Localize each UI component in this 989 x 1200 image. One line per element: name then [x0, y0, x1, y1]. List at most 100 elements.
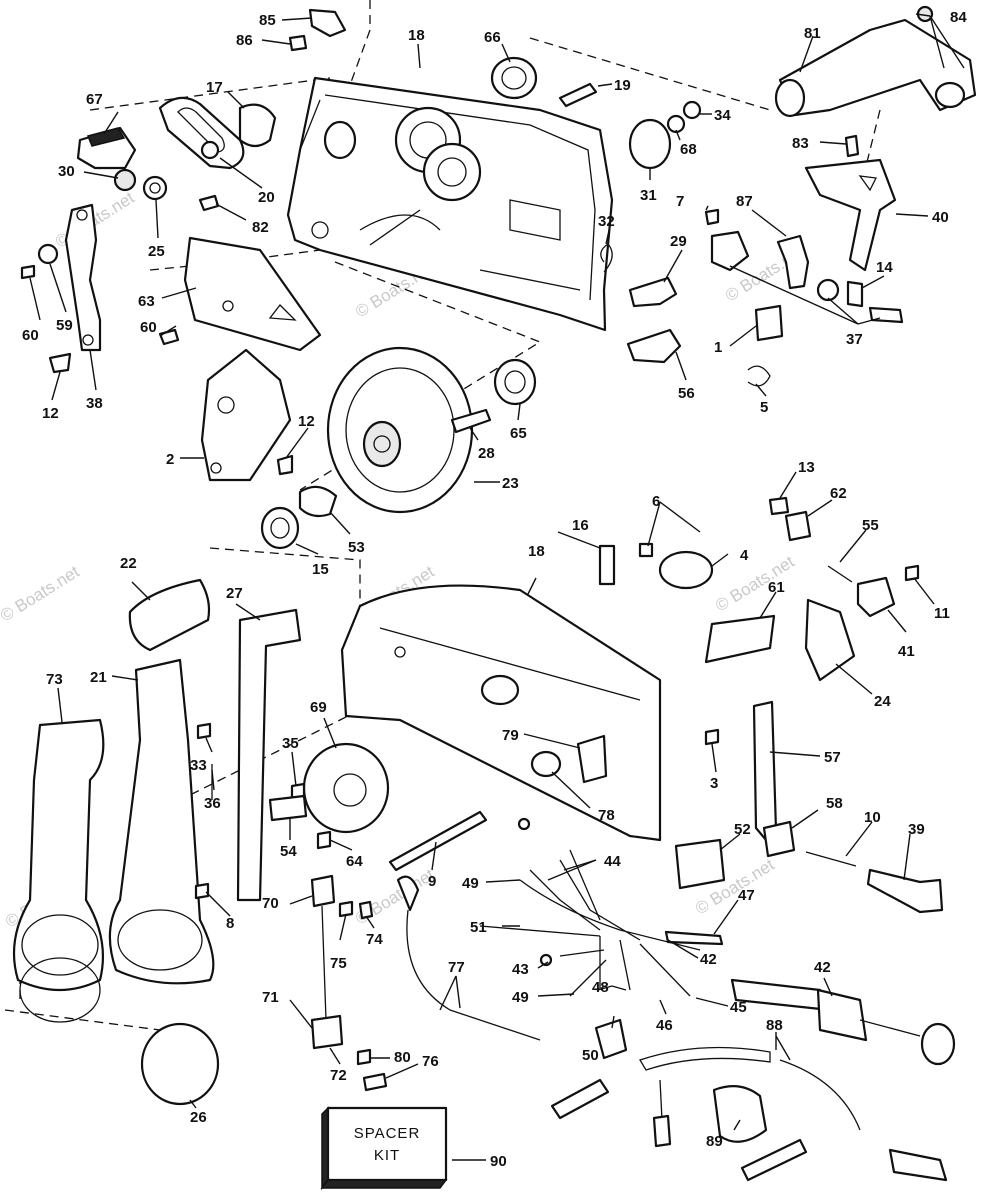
part-88: [550, 1046, 948, 1182]
callout-17: 17: [206, 79, 223, 96]
callout-numbers: 85 86 18 66 19 34 68 31 81 84 83 40 7 87…: [22, 9, 967, 1170]
leader-lines: [29, 13, 965, 1161]
callout-79: 79: [502, 727, 519, 744]
callout-67: 67: [86, 91, 103, 108]
part-34: [682, 100, 702, 120]
part-77: [406, 909, 541, 1041]
callout-72: 72: [330, 1067, 347, 1084]
spacer-kit-label-1: SPACER: [354, 1125, 421, 1142]
callout-20: 20: [258, 189, 275, 206]
callout-62: 62: [830, 485, 847, 502]
part-20: [238, 103, 277, 148]
callout-10: 10: [864, 809, 881, 826]
part-73: [12, 718, 105, 1023]
part-28: [450, 408, 492, 434]
part-15: [260, 506, 300, 550]
callout-69: 69: [310, 699, 327, 716]
callout-18b: 18: [528, 543, 545, 560]
callout-64: 64: [346, 853, 363, 870]
callout-19: 19: [614, 77, 631, 94]
callout-68: 68: [680, 141, 697, 158]
callout-9: 9: [428, 873, 436, 890]
callout-63: 63: [138, 293, 155, 310]
callout-60b: 60: [140, 319, 157, 336]
part-40: [804, 158, 897, 272]
part-60-screw: [20, 264, 36, 280]
callout-43: 43: [512, 961, 529, 978]
part-4: [658, 550, 714, 590]
callout-42a: 42: [700, 951, 717, 968]
part-69: [302, 742, 390, 834]
part-77-loop: [396, 875, 420, 912]
callout-23: 23: [502, 475, 519, 492]
callout-31: 31: [640, 187, 657, 204]
part-7: [704, 208, 720, 226]
callout-47: 47: [738, 887, 755, 904]
part-82: [198, 194, 220, 212]
callout-61: 61: [768, 579, 785, 596]
part-31: [628, 118, 672, 170]
part-38: [64, 203, 102, 352]
callout-39: 39: [908, 821, 925, 838]
callout-59: 59: [56, 317, 73, 334]
callout-57: 57: [824, 749, 841, 766]
lower-housing: [340, 584, 662, 842]
callout-84: 84: [950, 9, 967, 26]
callout-49a: 49: [462, 875, 479, 892]
callout-14: 14: [876, 259, 893, 276]
part-62: [784, 510, 812, 542]
callout-52: 52: [734, 821, 751, 838]
part-22: [128, 578, 211, 652]
callout-29: 29: [670, 233, 687, 250]
part-59: [37, 243, 59, 265]
part-79: [576, 734, 608, 784]
callout-51: 51: [470, 919, 487, 936]
part-3: [704, 728, 720, 746]
callout-1: 1: [714, 339, 722, 356]
part-13: [768, 496, 790, 516]
callout-11: 11: [934, 605, 950, 622]
part-60-screw-b: [158, 328, 180, 346]
part-10: [805, 851, 857, 867]
callout-87: 87: [736, 193, 753, 210]
callout-50: 50: [582, 1047, 599, 1064]
callout-89: 89: [706, 1133, 723, 1150]
watermark: © Boats.net: [352, 865, 438, 928]
callout-28: 28: [478, 445, 495, 462]
callout-70: 70: [262, 895, 279, 912]
part-9: [388, 810, 488, 872]
part-12-plug: [48, 352, 72, 374]
callout-18: 18: [408, 27, 425, 44]
part-71: [310, 1014, 344, 1050]
callout-3: 3: [710, 775, 718, 792]
part-29: [628, 276, 678, 308]
callout-54: 54: [280, 843, 297, 860]
callout-5: 5: [760, 399, 768, 416]
part-86: [288, 34, 308, 52]
part-65: [493, 358, 537, 406]
callout-81: 81: [804, 25, 821, 42]
callout-6: 6: [652, 493, 660, 510]
part-8: [194, 882, 210, 900]
callout-60a: 60: [22, 327, 39, 344]
callout-77: 77: [448, 959, 465, 976]
callout-71: 71: [262, 989, 279, 1006]
part-21: [108, 658, 215, 985]
callout-15: 15: [312, 561, 329, 578]
callout-16: 16: [572, 517, 589, 534]
callout-53: 53: [348, 539, 365, 556]
callout-73: 73: [46, 671, 63, 688]
part-42-connector: [816, 988, 956, 1066]
part-14: [846, 280, 864, 308]
part-2: [200, 348, 292, 482]
watermark: © Boats.net: [712, 552, 798, 615]
callout-83: 83: [792, 135, 809, 152]
upper-housing: [286, 76, 614, 332]
callout-30: 30: [58, 163, 75, 180]
callout-35: 35: [282, 735, 299, 752]
part-26: [140, 1022, 220, 1106]
callout-80: 80: [394, 1049, 411, 1066]
callout-41: 41: [898, 643, 915, 660]
part-50: [594, 1018, 628, 1060]
